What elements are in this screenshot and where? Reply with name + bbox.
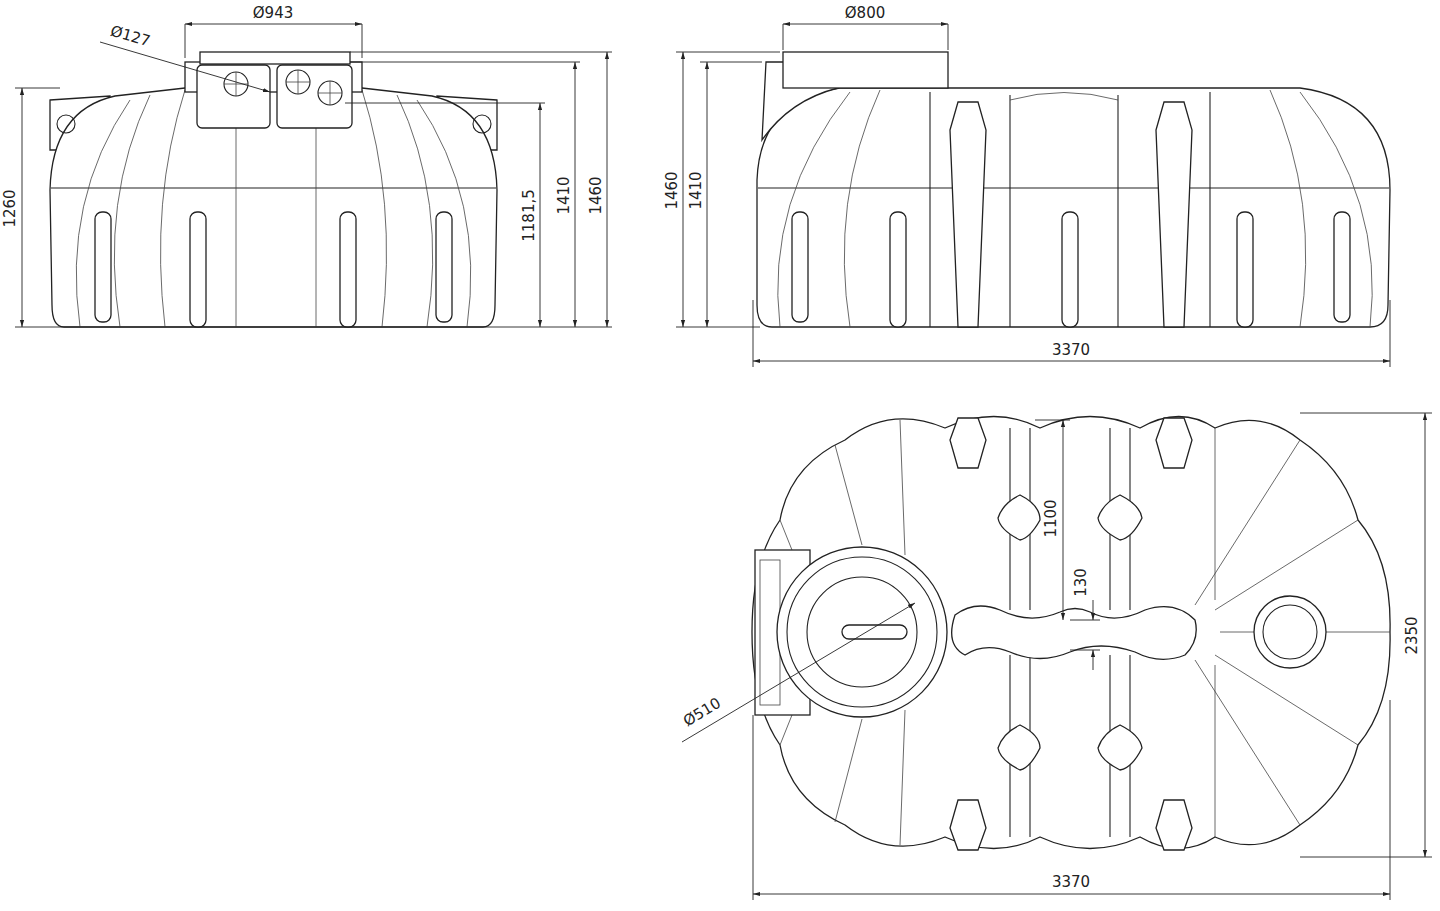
width-dimension: 2350 (1404, 614, 1421, 656)
diameter-dimension: Ø943 (251, 5, 295, 22)
height-dimension: 1460 (588, 174, 605, 216)
side-view (676, 24, 1390, 367)
front-view (15, 24, 612, 327)
top-view (682, 413, 1432, 900)
length-dimension: 3370 (1050, 874, 1092, 891)
height-dimension: 1410 (688, 169, 705, 211)
height-dimension: 1410 (556, 174, 573, 216)
spacing-dimension: 1100 (1043, 497, 1060, 539)
height-dimension: 1181,5 (521, 187, 538, 244)
height-dimension: 1260 (2, 187, 19, 229)
spacing-dimension: 130 (1072, 566, 1089, 599)
height-dimension: 1460 (664, 169, 681, 211)
diameter-dimension: Ø800 (843, 5, 887, 22)
diameter-dimension: Ø510 (679, 693, 726, 730)
diameter-dimension: Ø127 (106, 22, 153, 51)
length-dimension: 3370 (1050, 342, 1092, 359)
